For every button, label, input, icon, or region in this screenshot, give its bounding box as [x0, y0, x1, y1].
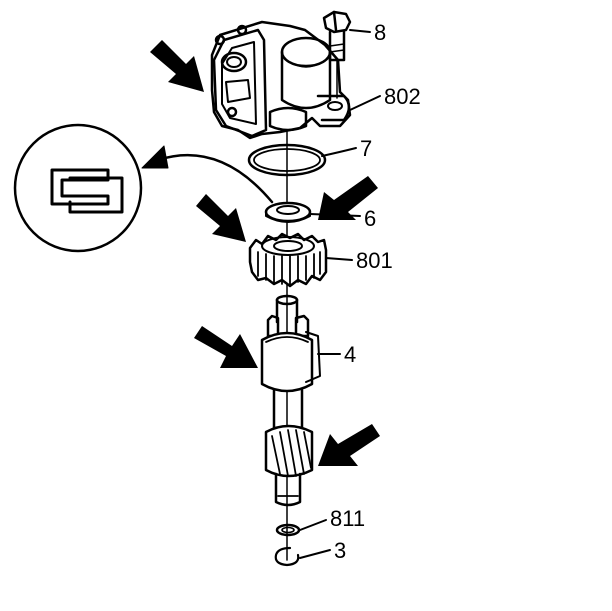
- small-ring: [275, 523, 301, 537]
- callout-gear: 801: [356, 248, 393, 273]
- leader-lines: [299, 29, 381, 559]
- pointer-arrow-icon: [194, 326, 258, 368]
- callout-small-ring: 811: [330, 506, 365, 531]
- callout-bolt: 8: [374, 20, 386, 45]
- inset-detail: [13, 123, 274, 253]
- inset-arrowhead-icon: [141, 145, 169, 169]
- drive-gear: [248, 232, 328, 288]
- bolt: [322, 10, 352, 99]
- callout-retaining-ring: 3: [334, 538, 346, 563]
- detail-symbol-icon: [50, 168, 124, 214]
- pointer-arrow-icon: [150, 40, 204, 92]
- pointer-arrow-icon: [318, 176, 378, 220]
- o-ring: [247, 143, 327, 177]
- pointer-arrows: [150, 40, 380, 466]
- callout-o-ring: 7: [360, 136, 372, 161]
- pointer-arrow-icon: [196, 194, 246, 242]
- drive-shaft: [260, 294, 321, 507]
- pointer-arrow-icon: [318, 424, 380, 466]
- retaining-ring: [274, 546, 300, 567]
- callout-shaft-bushing: 4: [344, 342, 356, 367]
- callout-washer: 6: [364, 206, 376, 231]
- callout-pump-housing: 802: [384, 84, 421, 109]
- washer: [264, 201, 312, 223]
